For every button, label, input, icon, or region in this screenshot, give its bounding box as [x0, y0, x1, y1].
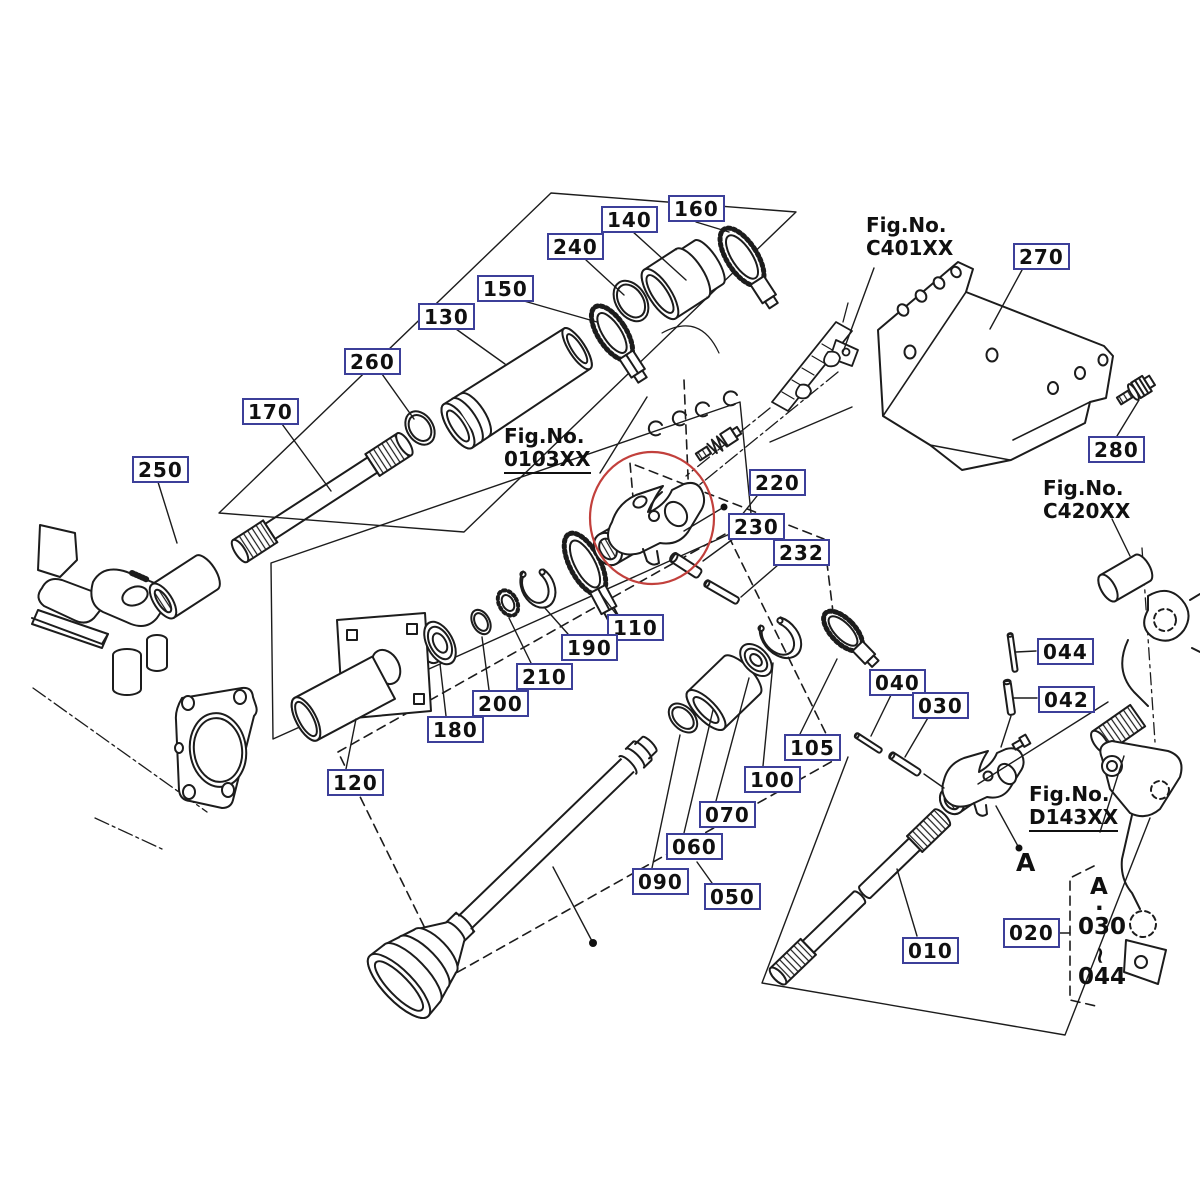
part-240-oring	[612, 279, 650, 323]
part-callout-070: 070	[699, 801, 756, 828]
part-040-pin	[853, 732, 883, 754]
part-callout-042: 042	[1038, 686, 1095, 713]
part-callout-250: 250	[132, 456, 189, 483]
part-190-snapring	[519, 568, 557, 609]
assembly-point-a-label: A	[1016, 848, 1036, 877]
part-callout-030: 030	[912, 692, 969, 719]
part-220-universal-joint	[592, 481, 706, 567]
part-callout-130: 130	[418, 303, 475, 330]
part-callout-240: 240	[547, 233, 604, 260]
part-callout-040: 040	[869, 669, 926, 696]
part-callout-180: 180	[427, 716, 484, 743]
part-callout-280: 280	[1088, 436, 1145, 463]
part-210-washer	[495, 588, 521, 618]
part-callout-260: 260	[344, 348, 401, 375]
part-030-pin	[888, 751, 922, 777]
part-callout-220: 220	[749, 469, 806, 496]
part-105-clamp	[821, 608, 880, 668]
part-050-shaft-boot	[366, 735, 658, 1019]
part-a-universal-joint	[938, 733, 1032, 817]
part-callout-200: 200	[472, 690, 529, 717]
retainer-clips	[647, 390, 738, 437]
part-callout-230: 230	[728, 513, 785, 540]
part-callout-210: 210	[516, 663, 573, 690]
part-070-bearing	[739, 642, 773, 678]
part-callout-044: 044	[1037, 638, 1094, 665]
part-060-bushing	[685, 654, 763, 731]
part-callout-270: 270	[1013, 243, 1070, 270]
part-callout-020: 020	[1003, 918, 1060, 948]
part-180-bearing	[423, 620, 457, 666]
part-callout-140: 140	[601, 206, 658, 233]
part-140-coupling	[640, 239, 726, 321]
bracket-letter-a: A	[1090, 874, 1108, 900]
part-callout-105: 105	[784, 734, 841, 761]
leader-lines	[157, 221, 1140, 944]
part-250-bushing	[148, 554, 221, 620]
part-callout-160: 160	[668, 195, 725, 222]
part-callout-090: 090	[632, 868, 689, 895]
steering-gear-housing	[31, 524, 258, 809]
part-callout-120: 120	[327, 769, 384, 796]
part-150-clamp	[588, 303, 648, 384]
part-280-bolt	[1115, 374, 1156, 406]
part-042-pin	[1002, 678, 1016, 716]
phantom-curve	[661, 325, 720, 354]
part-090-oring	[667, 702, 699, 734]
part-230-pin	[669, 552, 703, 579]
bracket-range-to: 044	[1078, 964, 1127, 990]
part-120-support	[290, 612, 443, 742]
bracket-range-tilde: ~	[1087, 945, 1114, 966]
fig-ref-d143xx: Fig.No.D143XX	[1029, 783, 1119, 832]
grease-fitting	[694, 425, 743, 462]
part-callout-170: 170	[242, 398, 299, 425]
part-callout-060: 060	[666, 833, 723, 860]
part-044-pin	[1006, 632, 1019, 673]
part-callout-190: 190	[561, 634, 618, 661]
part-170-shaft	[230, 432, 414, 564]
part-232-pin	[703, 579, 740, 605]
highlight-circle	[588, 450, 716, 586]
latch-assembly	[771, 302, 859, 412]
fig-ref-0103xx: Fig.No.0103XX	[504, 425, 591, 474]
part-130-tube	[440, 327, 593, 450]
part-callout-100: 100	[744, 766, 801, 793]
fig-ref-c401xx: Fig.No.C401XX	[866, 213, 954, 260]
bracket-separator-dot: ·	[1095, 896, 1104, 922]
part-callout-010: 010	[902, 937, 959, 964]
fig-ref-c420xx: Fig.No.C420XX	[1043, 476, 1131, 523]
part-160-clamp	[717, 225, 779, 310]
part-callout-150: 150	[477, 275, 534, 302]
part-010-shaft	[768, 808, 952, 986]
part-callout-050: 050	[704, 883, 761, 910]
bracket-range-from: 030	[1078, 914, 1127, 940]
anchor-dots	[589, 503, 1023, 947]
part-200-oring	[470, 608, 492, 636]
part-270-bracket	[877, 261, 1114, 471]
part-callout-232: 232	[773, 539, 830, 566]
steering-knuckle-assembly	[1090, 547, 1200, 985]
part-100-snapring	[757, 616, 803, 660]
